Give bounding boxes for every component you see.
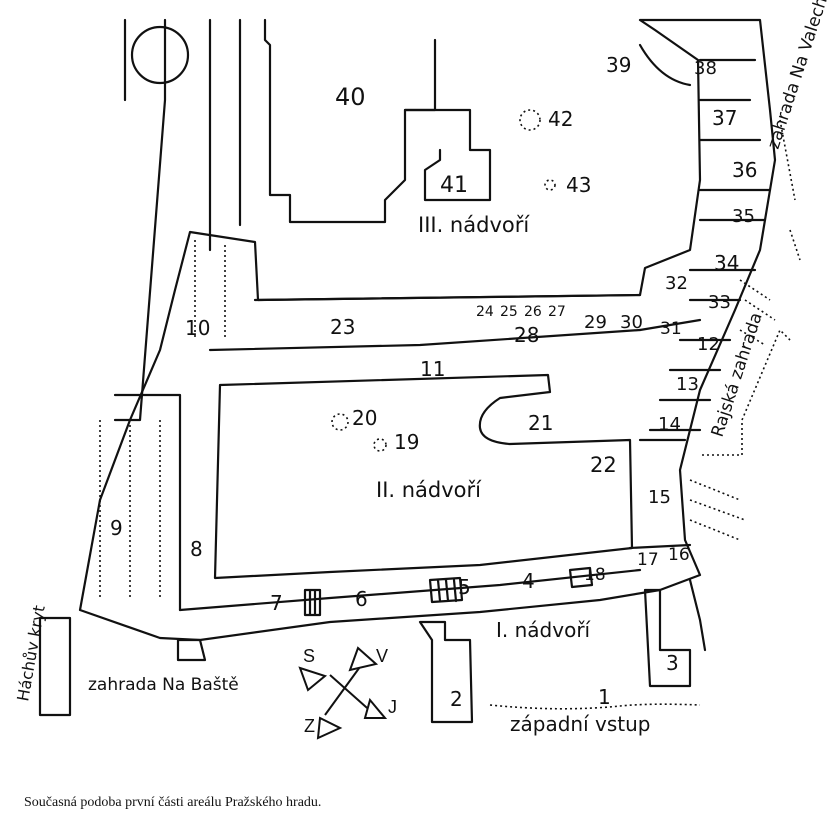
compass: S V J Z bbox=[298, 646, 397, 740]
num-6: 6 bbox=[355, 587, 368, 611]
num-13: 13 bbox=[676, 374, 699, 395]
num-35: 35 bbox=[732, 206, 755, 227]
num-24: 24 bbox=[476, 304, 494, 320]
label-courtyard-2: II. nádvoří bbox=[376, 478, 482, 502]
compass-north: S bbox=[303, 646, 315, 666]
compass-south: J bbox=[388, 697, 397, 717]
map-caption: Současná podoba první části areálu Pražs… bbox=[24, 795, 322, 810]
num-3: 3 bbox=[666, 651, 679, 675]
label-hachuv-kryt: Háchův kryt bbox=[13, 604, 49, 703]
num-36: 36 bbox=[732, 158, 757, 182]
num-41: 41 bbox=[440, 173, 468, 198]
western-entrance-path bbox=[489, 703, 701, 710]
num-15: 15 bbox=[648, 487, 671, 508]
num-20: 20 bbox=[352, 406, 377, 430]
round-tower bbox=[130, 25, 190, 85]
num-22: 22 bbox=[590, 453, 617, 477]
num-10: 10 bbox=[185, 316, 210, 340]
num-42: 42 bbox=[548, 107, 573, 131]
building-40 bbox=[263, 18, 437, 224]
map-numbers: 1 2 3 4 5 6 7 8 9 10 11 12 13 14 15 16 1… bbox=[110, 53, 757, 711]
well-42 bbox=[519, 109, 541, 131]
num-28: 28 bbox=[514, 323, 539, 347]
num-4: 4 bbox=[522, 569, 535, 593]
num-25: 25 bbox=[500, 304, 518, 320]
num-38: 38 bbox=[694, 58, 717, 79]
num-31: 31 bbox=[660, 319, 682, 339]
num-5: 5 bbox=[458, 575, 471, 599]
num-33: 33 bbox=[708, 292, 731, 313]
castle-map-svg: S V J Z I. nádvoří II. nádvoří III. nádv… bbox=[13, 0, 829, 740]
castle-outline bbox=[78, 18, 777, 642]
num-26: 26 bbox=[524, 304, 542, 320]
num-7: 7 bbox=[270, 591, 283, 615]
label-garden-valech: zahrada Na Valech bbox=[764, 0, 829, 152]
num-40: 40 bbox=[335, 83, 366, 111]
label-courtyard-1: I. nádvoří bbox=[496, 618, 592, 642]
num-11: 11 bbox=[420, 357, 445, 381]
num-29: 29 bbox=[584, 312, 607, 333]
num-2: 2 bbox=[450, 687, 463, 711]
num-23: 23 bbox=[330, 315, 355, 339]
num-37: 37 bbox=[712, 106, 737, 130]
courtyard-2-outline bbox=[213, 373, 634, 580]
compass-west: Z bbox=[304, 716, 315, 736]
num-17: 17 bbox=[637, 550, 659, 570]
num-34: 34 bbox=[714, 251, 739, 275]
num-8: 8 bbox=[190, 537, 203, 561]
feature-43 bbox=[544, 179, 556, 191]
num-27: 27 bbox=[548, 304, 566, 320]
num-32: 32 bbox=[665, 273, 688, 294]
num-1: 1 bbox=[598, 685, 611, 709]
num-18: 18 bbox=[584, 565, 606, 585]
label-garden-rajska: Rajská zahrada bbox=[708, 310, 767, 439]
label-western-entrance: západní vstup bbox=[510, 712, 650, 736]
feature-20 bbox=[331, 413, 349, 431]
num-19: 19 bbox=[394, 430, 419, 454]
num-21: 21 bbox=[528, 411, 553, 435]
label-garden-bastei: zahrada Na Baště bbox=[88, 675, 239, 695]
label-courtyard-3: III. nádvoří bbox=[418, 213, 530, 237]
compass-east: V bbox=[376, 646, 388, 666]
num-30: 30 bbox=[620, 312, 643, 333]
num-16: 16 bbox=[668, 545, 690, 565]
num-43: 43 bbox=[566, 173, 591, 197]
num-14: 14 bbox=[658, 414, 681, 435]
num-9: 9 bbox=[110, 516, 123, 540]
feature-19 bbox=[373, 438, 387, 452]
castle-map: S V J Z I. nádvoří II. nádvoří III. nádv… bbox=[13, 0, 829, 740]
num-39: 39 bbox=[606, 53, 631, 77]
num-12: 12 bbox=[697, 334, 720, 355]
